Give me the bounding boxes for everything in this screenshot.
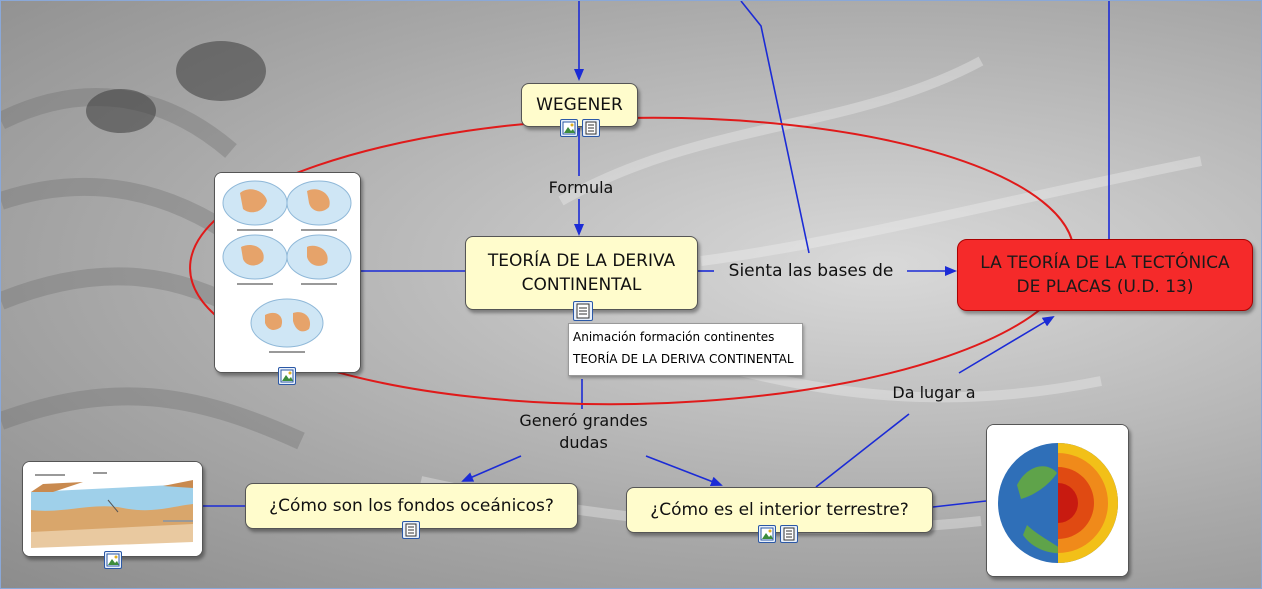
concept-deriva-label: TEORÍA DE LA DERIVA CONTINENTAL bbox=[487, 251, 676, 295]
image-icon[interactable] bbox=[104, 551, 122, 569]
concept-interior-label: ¿Cómo es el interior terrestre? bbox=[650, 500, 909, 520]
earth-interior-illustration bbox=[987, 425, 1128, 576]
link-label-formula-text: Formula bbox=[548, 178, 614, 197]
concept-wegener[interactable]: WEGENER bbox=[521, 83, 638, 127]
concept-fondos-label: ¿Cómo son los fondos oceánicos? bbox=[269, 496, 554, 516]
document-icon[interactable] bbox=[402, 521, 420, 539]
link-label-formula: Formula bbox=[536, 177, 626, 199]
link-label-sienta: Sienta las bases de bbox=[715, 260, 907, 282]
earth-interior-image[interactable] bbox=[986, 424, 1129, 577]
link-label-da-lugar: Da lugar a bbox=[884, 382, 984, 404]
link-label-sienta-text: Sienta las bases de bbox=[728, 261, 894, 281]
link-label-da-lugar-text: Da lugar a bbox=[892, 383, 976, 402]
document-icon[interactable] bbox=[582, 119, 600, 137]
link-label-genero-text: Generó grandes dudas bbox=[519, 411, 648, 452]
concept-wegener-label: WEGENER bbox=[536, 95, 623, 115]
link-dalugar-to-tectonica bbox=[958, 315, 1055, 374]
link-genero-to-interior bbox=[645, 455, 723, 487]
pangea-maps-image[interactable] bbox=[214, 172, 361, 373]
concept-deriva[interactable]: TEORÍA DE LA DERIVA CONTINENTAL bbox=[465, 236, 698, 310]
image-icon[interactable] bbox=[758, 525, 776, 543]
image-icon[interactable] bbox=[278, 367, 296, 385]
concept-interior[interactable]: ¿Cómo es el interior terrestre? bbox=[626, 487, 933, 533]
concept-tectonica[interactable]: LA TEORÍA DE LA TECTÓNICA DE PLACAS (U.D… bbox=[957, 239, 1253, 311]
image-icon[interactable] bbox=[560, 119, 578, 137]
link-top-to-sienta bbox=[740, 1, 810, 254]
resource-popup-menu: Animación formación continentes TEORÍA D… bbox=[568, 323, 803, 376]
document-icon[interactable] bbox=[573, 301, 593, 321]
link-label-genero: Generó grandes dudas bbox=[501, 410, 666, 454]
document-icon[interactable] bbox=[780, 525, 798, 543]
seafloor-image[interactable] bbox=[22, 461, 203, 557]
pangea-maps-illustration bbox=[215, 173, 360, 372]
link-interior-to-earth bbox=[932, 500, 987, 508]
seafloor-illustration bbox=[23, 462, 202, 556]
link-genero-to-fondos bbox=[461, 455, 522, 482]
popup-item-animacion[interactable]: Animación formación continentes bbox=[573, 330, 775, 344]
link-interior-to-dalugar bbox=[815, 413, 910, 488]
popup-item-teoria[interactable]: TEORÍA DE LA DERIVA CONTINENTAL bbox=[573, 352, 794, 366]
concept-tectonica-label: LA TEORÍA DE LA TECTÓNICA DE PLACAS (U.D… bbox=[980, 253, 1230, 297]
